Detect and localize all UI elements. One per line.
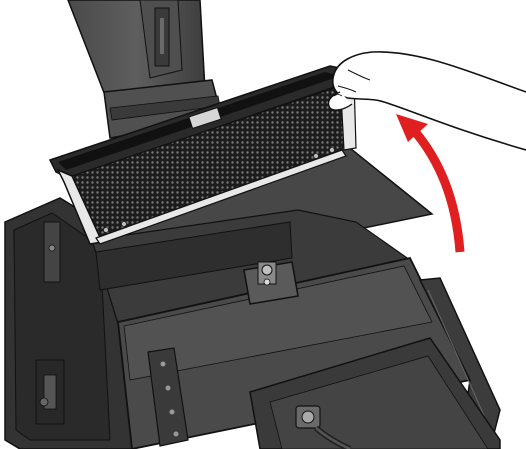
- cable-connector: [295, 405, 352, 449]
- handle-latch: [243, 261, 299, 305]
- curved-arrow-icon: [396, 114, 465, 253]
- support-column: [67, 0, 223, 139]
- grille-lid: [48, 65, 357, 245]
- cabinet-body: [4, 139, 501, 449]
- side-bracket: [147, 347, 189, 447]
- hand-icon: [327, 51, 526, 151]
